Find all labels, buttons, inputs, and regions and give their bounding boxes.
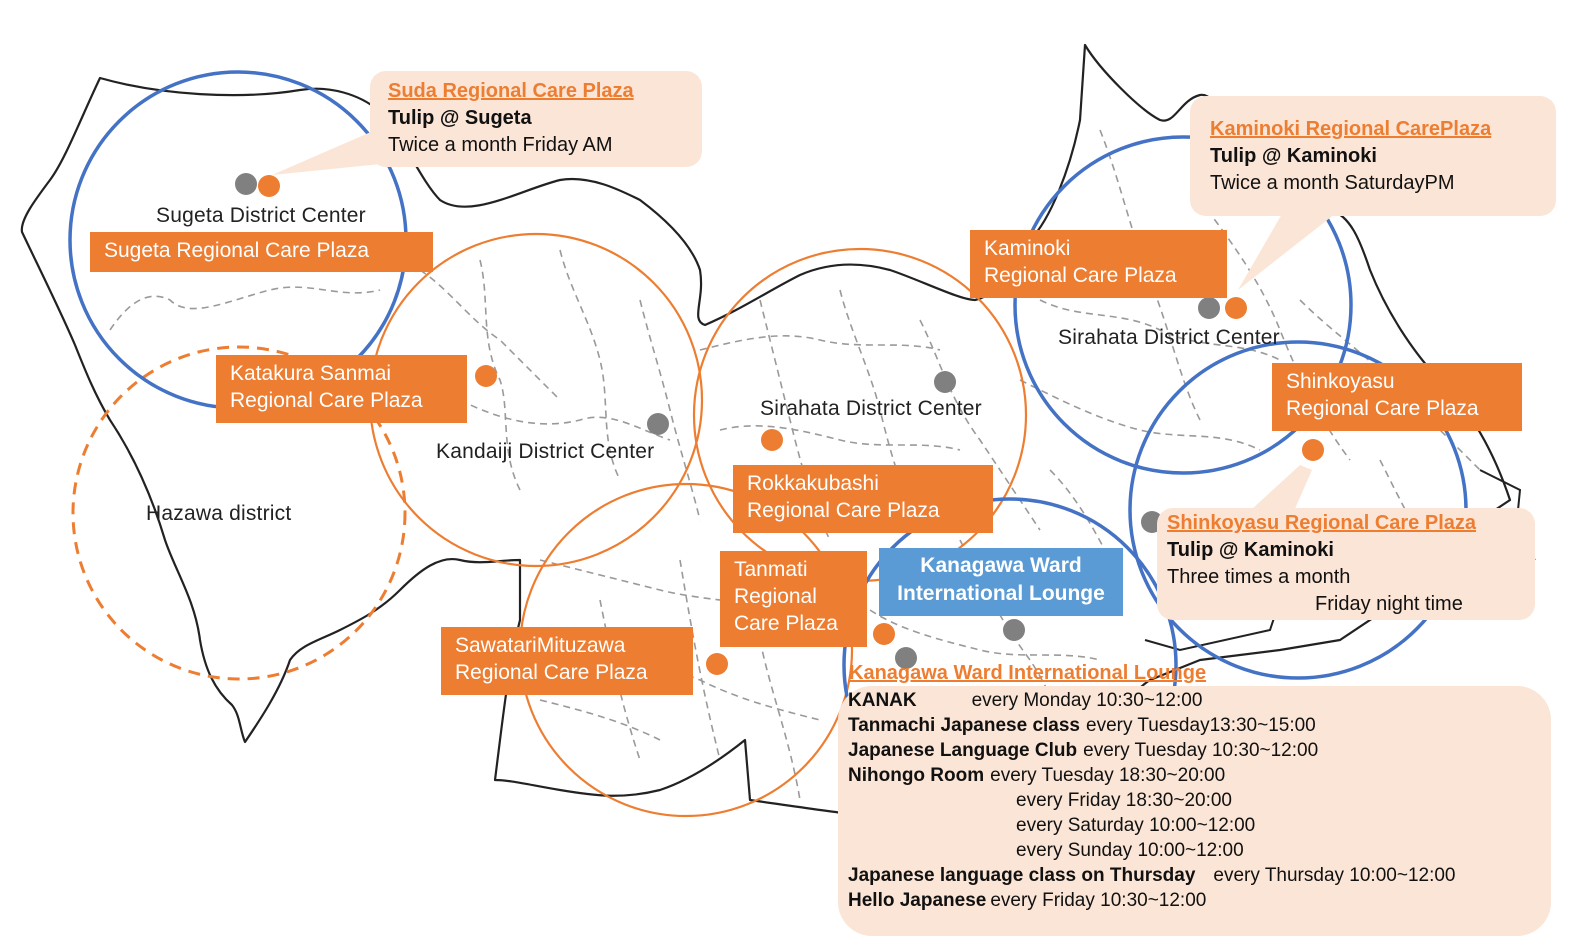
schedule-time: every Tuesday 18:30~20:00	[990, 765, 1226, 786]
sawatari-plaza-name-2: Regional Care Plaza	[455, 661, 648, 684]
schedule-time: every Tuesday 10:30~12:00	[1083, 740, 1319, 761]
schedule-time: every Friday 10:30~12:00	[990, 890, 1207, 911]
schedule-time: every Friday 18:30~20:00	[1016, 790, 1232, 811]
sugeta-plaza-box[interactable]: Sugeta Regional Care Plaza	[90, 232, 433, 272]
sawatari-plaza-marker	[706, 653, 728, 675]
sawatari-plaza-box[interactable]: SawatariMituzawa Regional Care Plaza	[441, 627, 693, 695]
sirahata-district-label: Sirahata District Center	[760, 397, 982, 420]
sugeta-district-label: Sugeta District Center	[156, 204, 366, 227]
lounge-name-2: International Lounge	[897, 582, 1105, 605]
shinkoyasu-plaza-name-2: Regional Care Plaza	[1286, 397, 1479, 420]
schedule-program-name: Tanmachi Japanese class	[848, 715, 1080, 736]
shinkoyasu-callout: Shinkoyasu Regional Care Plaza Tulip @ K…	[1157, 508, 1535, 620]
tanmati-plaza-marker	[873, 623, 895, 645]
tanmati-plaza-name-2: Regional	[734, 585, 817, 608]
kaminoki-callout: Kaminoki Regional CarePlaza Tulip @ Kami…	[1190, 96, 1556, 216]
schedule-time: every Saturday 10:00~12:00	[1016, 815, 1256, 836]
kaminoki-tulip-circle	[1013, 135, 1353, 475]
rokkakubashi-plaza-marker	[761, 429, 783, 451]
kaminoki-plaza-name-1: Kaminoki	[984, 237, 1071, 260]
katakura-plaza-marker	[475, 365, 497, 387]
ward-boundary	[20, 43, 1512, 822]
tanmati-plaza-name-1: Tanmati	[734, 558, 808, 581]
tanmati-plaza-name-3: Care Plaza	[734, 612, 838, 635]
kaminoki-plaza-name-2: Regional Care Plaza	[984, 264, 1177, 287]
suda-callout-subtitle: Tulip @ Sugeta	[388, 107, 532, 129]
sugeta-district-marker	[235, 173, 257, 195]
schedule-row: every Sunday 10:00~12:00	[848, 838, 1541, 863]
rokkakubashi-plaza-name-2: Regional Care Plaza	[747, 499, 940, 522]
shinkoyasu-callout-title[interactable]: Shinkoyasu Regional Care Plaza	[1167, 512, 1476, 534]
shinkoyasu-callout-schedule-2: Friday night time	[1315, 593, 1463, 615]
kandaiji-district-marker	[647, 413, 669, 435]
hazawa-circle	[71, 345, 407, 681]
callout-pointers	[272, 128, 1340, 520]
sugeta-plaza-marker	[258, 175, 280, 197]
schedule-row: KANAK every Monday 10:30~12:00	[848, 688, 1541, 713]
schedule-row: Japanese language class on Thursday every…	[848, 863, 1541, 888]
schedule-program-name: KANAK	[848, 690, 917, 711]
katakura-plaza-name-1: Katakura Sanmai	[230, 362, 392, 385]
schedule-program-name: Japanese language class on Thursday	[848, 865, 1196, 886]
suda-callout-title[interactable]: Suda Regional Care Plaza	[388, 80, 634, 102]
sirahata-district-marker	[934, 371, 956, 393]
schedule-program-name: Hello Japanese	[848, 890, 987, 911]
katakura-plaza-name-2: Regional Care Plaza	[230, 389, 423, 412]
tanmati-plaza-box[interactable]: Tanmati Regional Care Plaza	[720, 551, 867, 647]
kaminoki-callout-schedule: Twice a month SaturdayPM	[1210, 172, 1455, 194]
international-lounge-box[interactable]: Kanagawa Ward International Lounge	[879, 548, 1123, 616]
schedule-program-name: Japanese Language Club	[848, 740, 1078, 761]
kaminoki-area-district-label: Sirahata District Center	[1058, 326, 1280, 349]
kaminoki-callout-title[interactable]: Kaminoki Regional CarePlaza	[1210, 118, 1492, 140]
schedule-row: every Friday 18:30~20:00	[848, 788, 1541, 813]
suda-callout: Suda Regional Care Plaza Tulip @ Sugeta …	[370, 71, 702, 167]
schedule-program-name: Nihongo Room	[848, 765, 985, 786]
lounge-district-marker	[1003, 619, 1025, 641]
schedule-time: every Tuesday13:30~15:00	[1086, 715, 1316, 736]
kaminoki-plaza-marker	[1225, 297, 1247, 319]
suda-callout-schedule: Twice a month Friday AM	[388, 134, 613, 156]
schedule-time: every Thursday 10:00~12:00	[1213, 865, 1456, 886]
rokkakubashi-plaza-box[interactable]: Rokkakubashi Regional Care Plaza	[733, 465, 993, 533]
tanmati-district-marker	[895, 647, 917, 669]
kaminoki-plaza-box[interactable]: Kaminoki Regional Care Plaza	[970, 230, 1227, 298]
kaminoki-callout-subtitle: Tulip @ Kaminoki	[1210, 145, 1377, 167]
schedule-row: Tanmachi Japanese class every Tuesday13:3…	[848, 713, 1541, 738]
shinkoyasu-callout-subtitle: Tulip @ Kaminoki	[1167, 539, 1334, 561]
hazawa-district-label: Hazawa district	[146, 502, 292, 525]
lounge-name-1: Kanagawa Ward	[920, 554, 1082, 577]
kaminoki-district-marker	[1198, 297, 1220, 319]
lounge-callout-title[interactable]: Kanagawa Ward International Lounge	[849, 662, 1207, 684]
shinkoyasu-callout-schedule-1: Three times a month	[1167, 566, 1351, 588]
shinkoyasu-plaza-marker	[1302, 439, 1324, 461]
plaza-markers	[258, 175, 1324, 675]
schedule-time: every Monday 10:30~12:00	[971, 690, 1203, 711]
sugeta-plaza-name: Sugeta Regional Care Plaza	[104, 239, 370, 262]
sawatari-plaza-name-1: SawatariMituzawa	[455, 634, 626, 657]
katakura-plaza-box[interactable]: Katakura Sanmai Regional Care Plaza	[216, 355, 467, 423]
schedule-time: every Sunday 10:00~12:00	[1016, 840, 1244, 861]
schedule-row: every Saturday 10:00~12:00	[848, 813, 1541, 838]
kandaiji-district-label: Kandaiji District Center	[436, 440, 655, 463]
shinkoyasu-plaza-box[interactable]: Shinkoyasu Regional Care Plaza	[1272, 363, 1522, 431]
rokkakubashi-plaza-name-1: Rokkakubashi	[747, 472, 879, 495]
shinkoyasu-plaza-name-1: Shinkoyasu	[1286, 370, 1395, 393]
